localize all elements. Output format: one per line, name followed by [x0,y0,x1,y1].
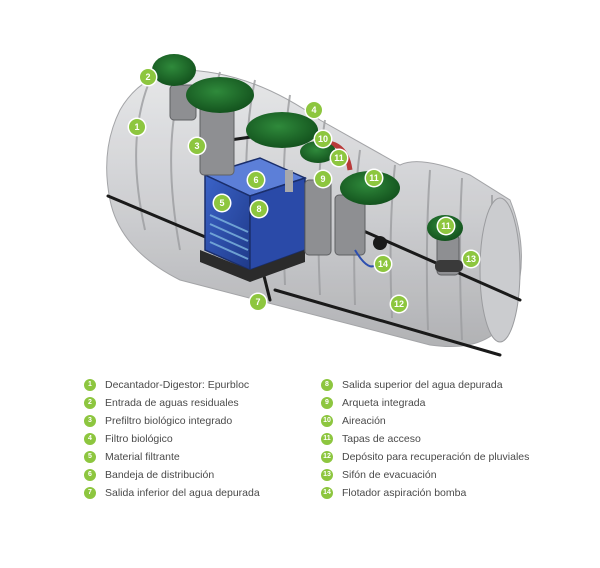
legend-right-column: 8 Salida superior del agua depurada 9 Arqu… [321,376,581,502]
legend-label: Depósito para recuperación de pluviales [342,451,530,463]
legend-label: Filtro biológico [105,433,173,445]
legend-item: 4 Filtro biológico [84,430,344,448]
callout-11b: 11 [366,170,382,186]
callout-10: 10 [315,131,331,147]
callout-8: 8 [251,201,267,217]
callout-3: 3 [189,138,205,154]
legend-number: 8 [321,379,333,391]
legend-label: Aireación [342,415,386,427]
legend-number: 3 [84,415,96,427]
legend-label: Tapas de acceso [342,433,421,445]
access-lids [152,54,463,241]
legend-item: 10 Aireación [321,412,581,430]
legend-number: 7 [84,487,96,499]
lid-filter [246,112,318,148]
legend-number: 6 [84,469,96,481]
legend-item: 8 Salida superior del agua depurada [321,376,581,394]
legend-label: Sifón de evacuación [342,469,437,481]
legend-label: Bandeja de distribución [105,469,215,481]
legend-number: 10 [321,415,333,427]
callout-13: 13 [463,251,479,267]
callout-11a: 11 [331,150,347,166]
legend-number: 4 [84,433,96,445]
legend-item: 14 Flotador aspiración bomba [321,484,581,502]
legend-number: 2 [84,397,96,409]
legend-label: Arqueta integrada [342,397,426,409]
callout-14: 14 [375,256,391,272]
siphon [435,260,463,272]
legend-number: 5 [84,451,96,463]
lid-inlet [152,54,196,86]
legend-number: 13 [321,469,333,481]
callout-6: 6 [248,172,264,188]
lid-prefilter [186,77,254,113]
callout-11c: 11 [438,218,454,234]
pump-float [373,236,387,250]
legend-item: 1 Decantador-Digestor: Epurbloc [84,376,344,394]
legend-label: Prefiltro biológico integrado [105,415,233,427]
legend-item: 12 Depósito para recuperación de pluviale… [321,448,581,466]
legend-label: Decantador-Digestor: Epurbloc [105,379,250,391]
legend-item: 11 Tapas de acceso [321,430,581,448]
legend-number: 9 [321,397,333,409]
callout-9: 9 [315,171,331,187]
legend-item: 9 Arqueta integrada [321,394,581,412]
legend-item: 5 Material filtrante [84,448,344,466]
legend-item: 7 Salida inferior del agua depurada [84,484,344,502]
callout-12: 12 [391,296,407,312]
legend-number: 1 [84,379,96,391]
septic-tank-diagram [106,54,522,357]
lid-chamber [340,171,400,205]
callout-4: 4 [306,102,322,118]
legend-label: Salida inferior del agua depurada [105,487,260,499]
lid-aeration [300,141,336,163]
legend-item: 13 Sifón de evacuación [321,466,581,484]
legend-label: Flotador aspiración bomba [342,487,467,499]
callout-5: 5 [214,195,230,211]
legend-label: Entrada de aguas residuales [105,397,239,409]
callout-7: 7 [250,294,266,310]
legend-number: 11 [321,433,333,445]
legend-number: 14 [321,487,333,499]
legend-label: Material filtrante [105,451,180,463]
legend-left-column: 1 Decantador-Digestor: Epurbloc 2 Entrada … [84,376,344,502]
callout-1: 1 [129,119,145,135]
legend-item: 3 Prefiltro biológico integrado [84,412,344,430]
legend-item: 6 Bandeja de distribución [84,466,344,484]
legend-item: 2 Entrada de aguas residuales [84,394,344,412]
callout-2: 2 [140,69,156,85]
legend-number: 12 [321,451,333,463]
legend-label: Salida superior del agua depurada [342,379,503,391]
